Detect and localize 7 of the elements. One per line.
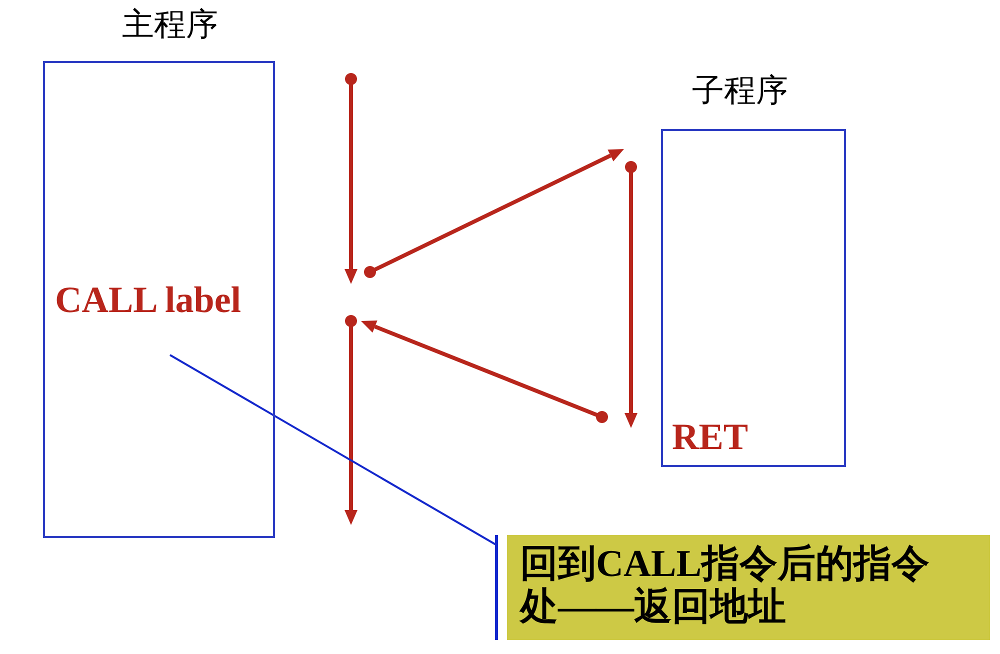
box-heading: 子程序: [691, 70, 789, 110]
instruction-label: CALL label: [55, 281, 242, 321]
callout-text: 回到CALL指令后的指令处——返回地址: [520, 543, 931, 629]
callout-box: [495, 535, 990, 640]
box-heading: 主程序: [121, 4, 219, 44]
leader-line: [170, 354, 497, 546]
instruction-label: RET: [672, 418, 748, 458]
